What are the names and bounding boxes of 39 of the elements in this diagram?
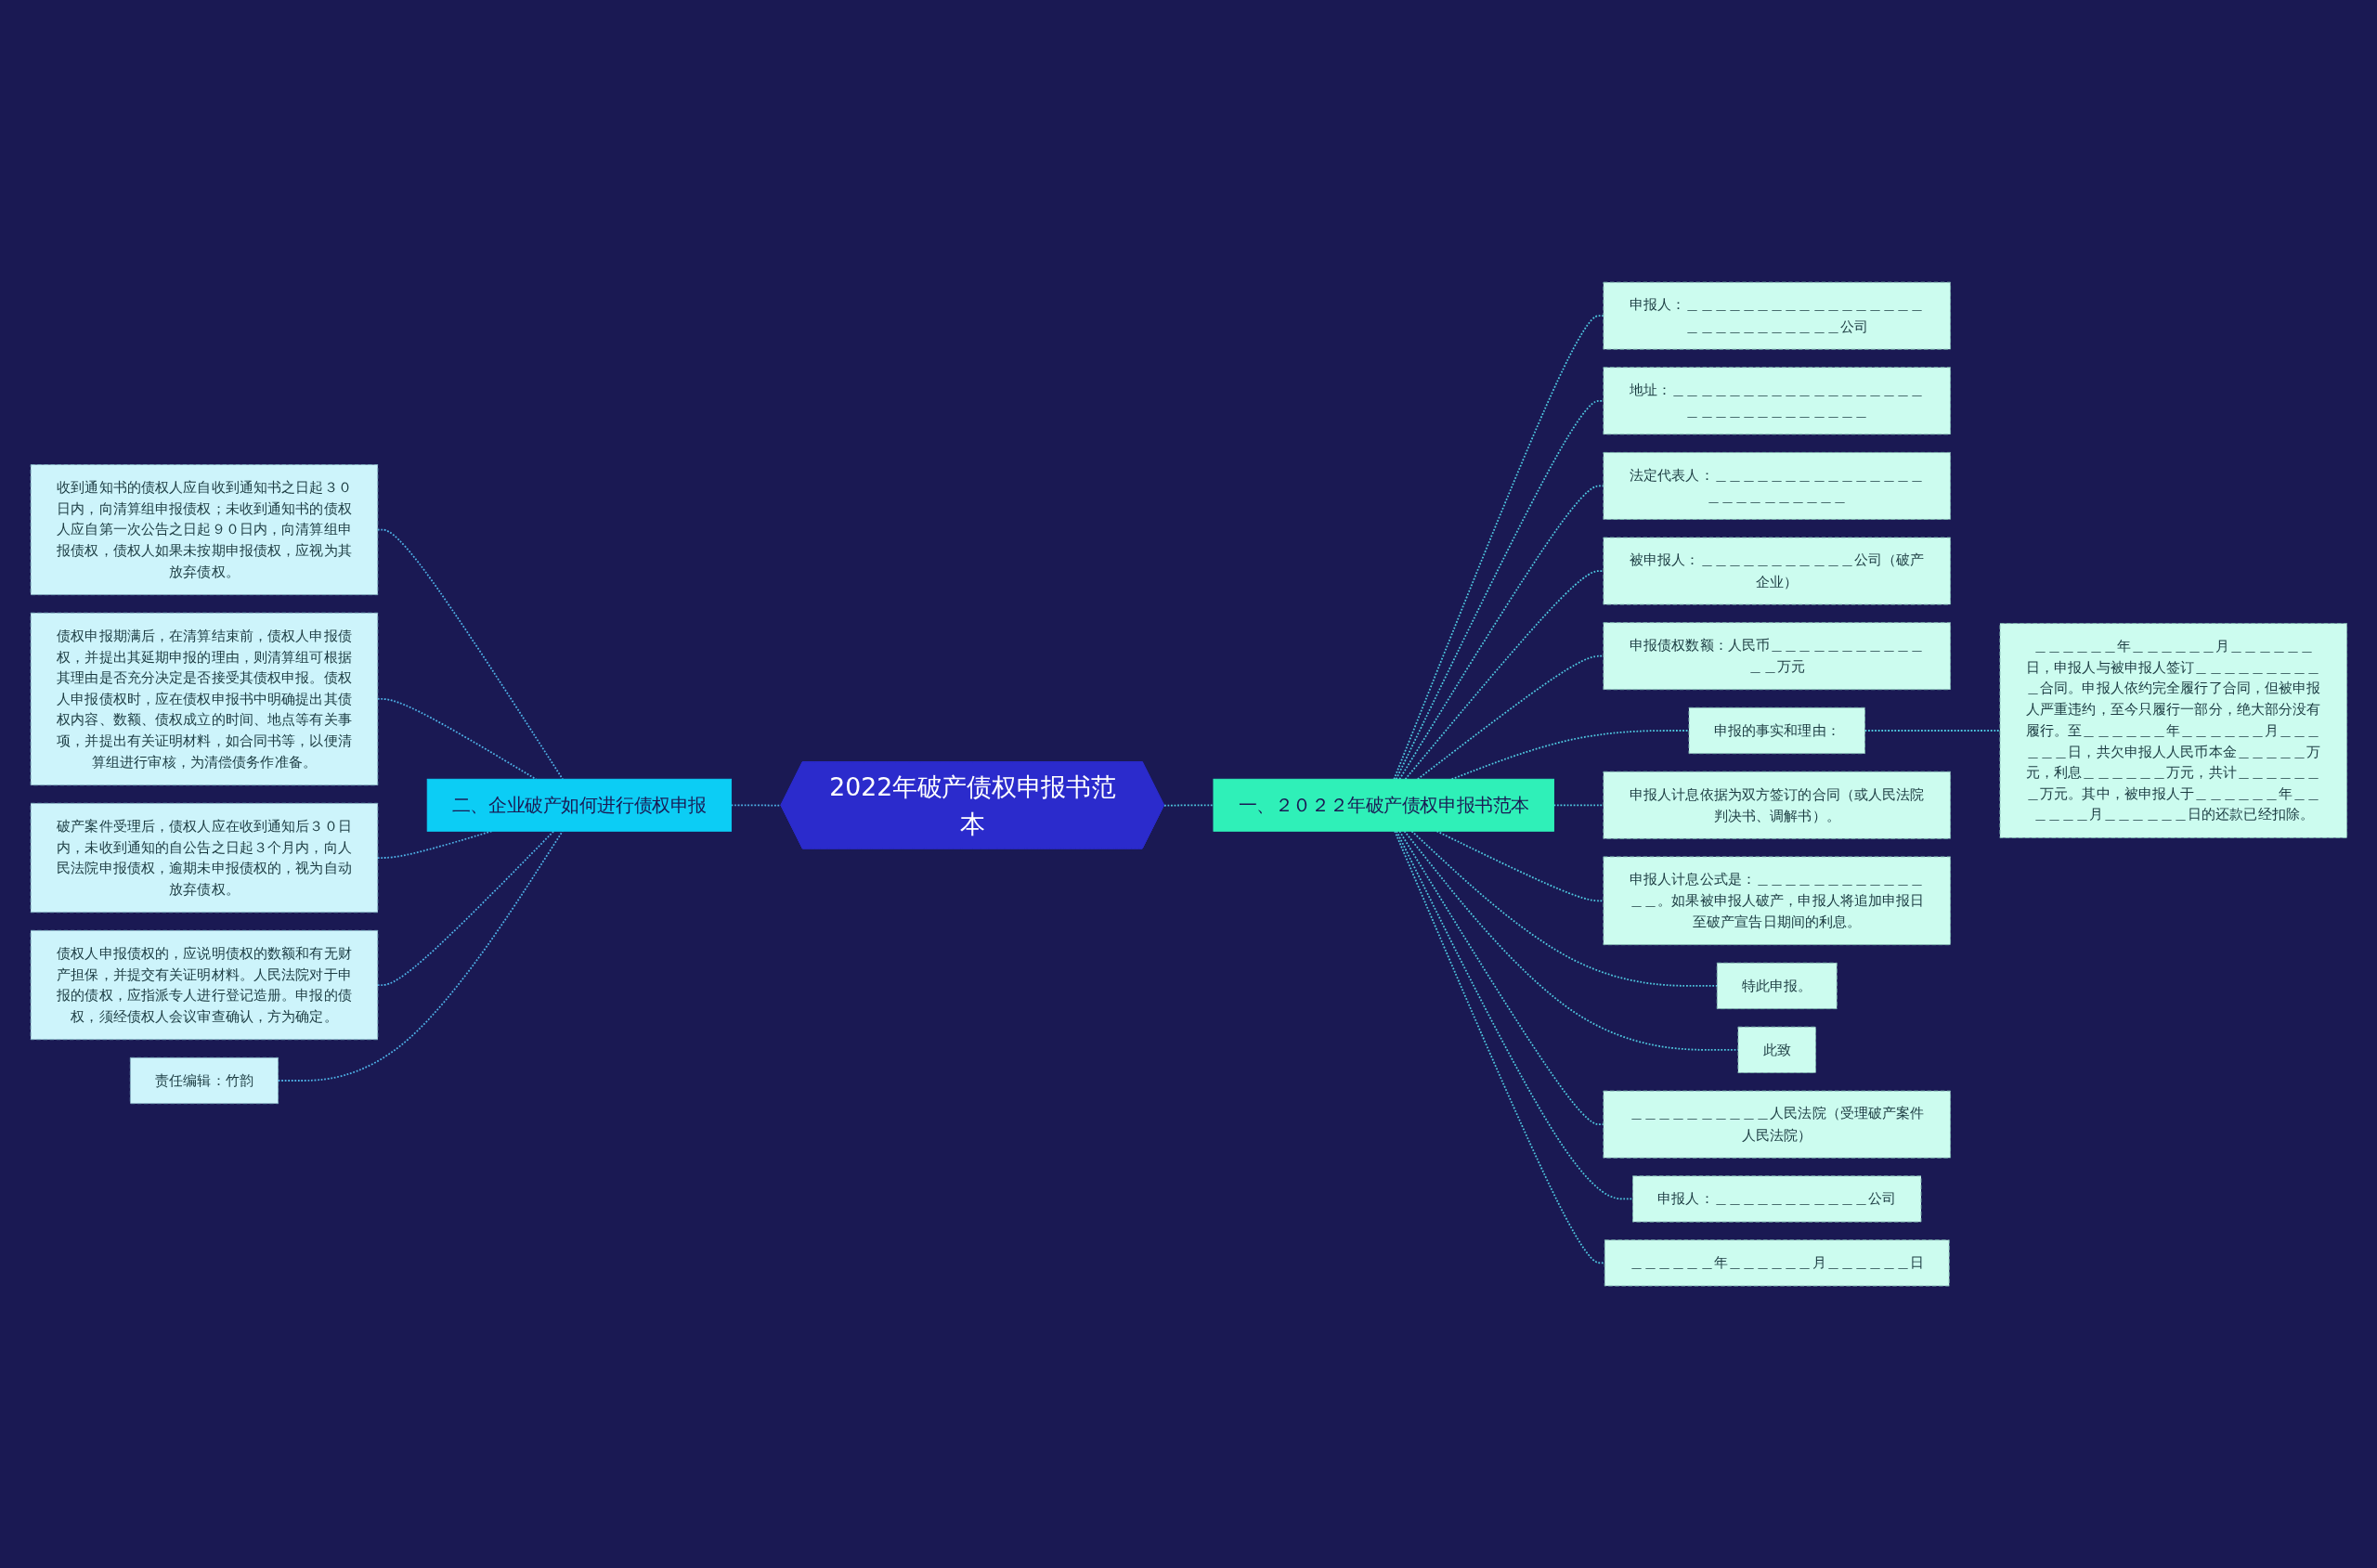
connector <box>1404 570 1604 781</box>
node-box: 申报人计息公式是：＿＿＿＿＿＿＿＿＿＿＿＿＿＿。如果被申报人破产，申报人将追加申报日至破产宣告日期间的利息。 <box>1603 856 1951 945</box>
node-box: 地址：＿＿＿＿＿＿＿＿＿＿＿＿＿＿＿＿＿＿＿＿＿＿＿＿＿＿＿＿＿＿＿ <box>1603 367 1951 435</box>
node-box: 法定代表人：＿＿＿＿＿＿＿＿＿＿＿＿＿＿＿＿＿＿＿＿＿＿＿＿＿ <box>1603 451 1951 520</box>
node-box: 责任编辑：竹韵 <box>129 1056 279 1105</box>
node-box: 申报的事实和理由： <box>1688 706 1865 755</box>
node-box: 特此申报。 <box>1716 962 1838 1009</box>
connector <box>1395 399 1604 781</box>
connector <box>1395 830 1633 1200</box>
node-box: 债权人申报债权的，应说明债权的数额和有无财产担保，并提交有关证明材料。人民法院对于申报的债权，应指派专人进行登记造册。申报的债权，须经债权人会议审查确认，方为确定。 <box>30 929 378 1041</box>
node-box: 此致 <box>1737 1026 1816 1073</box>
connector <box>376 697 537 781</box>
node-box: 收到通知书的债权人应自收到通知书之日起３０日内，向清算组申报债权；未收到通知书的债权人应自第一次公告之日起９０日内，向清算组申报债权，债权人如果未按期申报债权，应视为其放弃债权。 <box>30 463 378 595</box>
node-box: ＿＿＿＿＿＿年＿＿＿＿＿＿月＿＿＿＿＿＿日 <box>1604 1239 1950 1287</box>
connector <box>1398 830 1604 1125</box>
node-box: 申报债权数额：人民币＿＿＿＿＿＿＿＿＿＿＿＿＿万元 <box>1603 622 1951 691</box>
node-box: 破产案件受理后，债权人应在收到通知后３０日内，未收到通知的自公告之日起３个月内，向人民法院申报债权，逾期未申报债权的，视为自动放弃债权。 <box>30 802 378 914</box>
connector <box>1163 804 1214 807</box>
connector <box>1410 830 1718 987</box>
connector <box>1552 804 1604 807</box>
node-box: 一、２０２２年破产债权申报书范本 <box>1213 778 1554 832</box>
node-box: 申报人：＿＿＿＿＿＿＿＿＿＿＿公司 <box>1631 1175 1922 1223</box>
connector <box>1864 730 2001 732</box>
connector <box>1393 315 1604 781</box>
node-box: 债权申报期满后，在清算结束前，债权人申报债权，并提出其延期申报的理由，则清算组可根据其理由是否充分决定是否接受其债权申报。债权人申报债权时，应在债权申报书中明确提出其债权内容、数额、债权成立的时间、地点等有关事项，并提出有关证明材料，如合同书等，以便清算组进行审核，为清偿债务作准备。 <box>30 612 378 786</box>
connector <box>1450 730 1690 781</box>
connector <box>1416 654 1604 781</box>
node-box: 二、企业破产如何进行债权申报 <box>426 778 732 832</box>
connector <box>1398 485 1604 781</box>
node-box: ＿＿＿＿＿＿＿＿＿＿人民法院（受理破产案件人民法院） <box>1603 1090 1951 1159</box>
node-box: 被申报人：＿＿＿＿＿＿＿＿＿＿＿公司（破产企业） <box>1603 537 1951 605</box>
connector <box>277 830 564 1082</box>
connector <box>730 804 782 807</box>
connector <box>376 528 564 781</box>
node-box: 申报人：＿＿＿＿＿＿＿＿＿＿＿＿＿＿＿＿＿＿＿＿＿＿＿＿＿＿＿＿公司 <box>1603 281 1951 350</box>
connector <box>376 830 554 986</box>
connector <box>1393 830 1605 1264</box>
node-box: ＿＿＿＿＿＿年＿＿＿＿＿＿月＿＿＿＿＿＿日，申报人与被申报人签订＿＿＿＿＿＿＿＿＿＿合同。申报人依约完全履行了合同，但被申报人严重违约，至今只履行一部分，绝大部分没有履行。至＿＿＿＿＿＿年＿＿＿＿＿＿月＿＿＿＿＿＿日，共欠申报人人民币本金＿＿＿＿＿万元，利息＿＿＿＿＿＿万元，共计＿＿＿＿＿＿＿万元。其中，被申报人于＿＿＿＿＿＿年＿＿＿＿＿＿月＿＿＿＿＿＿日的还款已经扣除。 <box>1999 623 2347 838</box>
node-box: 申报人计息依据为双方签订的合同（或人民法院判决书、调解书）。 <box>1603 771 1951 839</box>
